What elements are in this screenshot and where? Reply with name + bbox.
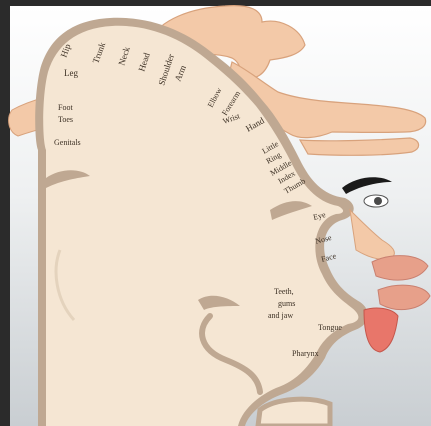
- eyebrow: [342, 177, 392, 194]
- cortex-section: [35, 18, 368, 426]
- label-teeth-2: gums: [278, 299, 295, 308]
- label-foot: Foot: [58, 103, 73, 112]
- label-toes: Toes: [58, 115, 73, 124]
- label-tongue: Tongue: [318, 323, 342, 332]
- finger-shape: [300, 138, 419, 155]
- eye-iris: [374, 197, 382, 205]
- nose-shape: [350, 210, 394, 259]
- label-genitals: Genitals: [54, 138, 81, 147]
- upper-lip: [372, 256, 428, 280]
- inner-fold-bottom: [258, 399, 330, 426]
- label-leg: Leg: [64, 68, 78, 78]
- tongue-shape: [364, 308, 398, 352]
- lower-lip: [378, 285, 430, 309]
- label-teeth-1: Teeth,: [274, 287, 294, 296]
- label-pharynx: Pharynx: [292, 349, 319, 358]
- label-teeth-3: and jaw: [268, 311, 293, 320]
